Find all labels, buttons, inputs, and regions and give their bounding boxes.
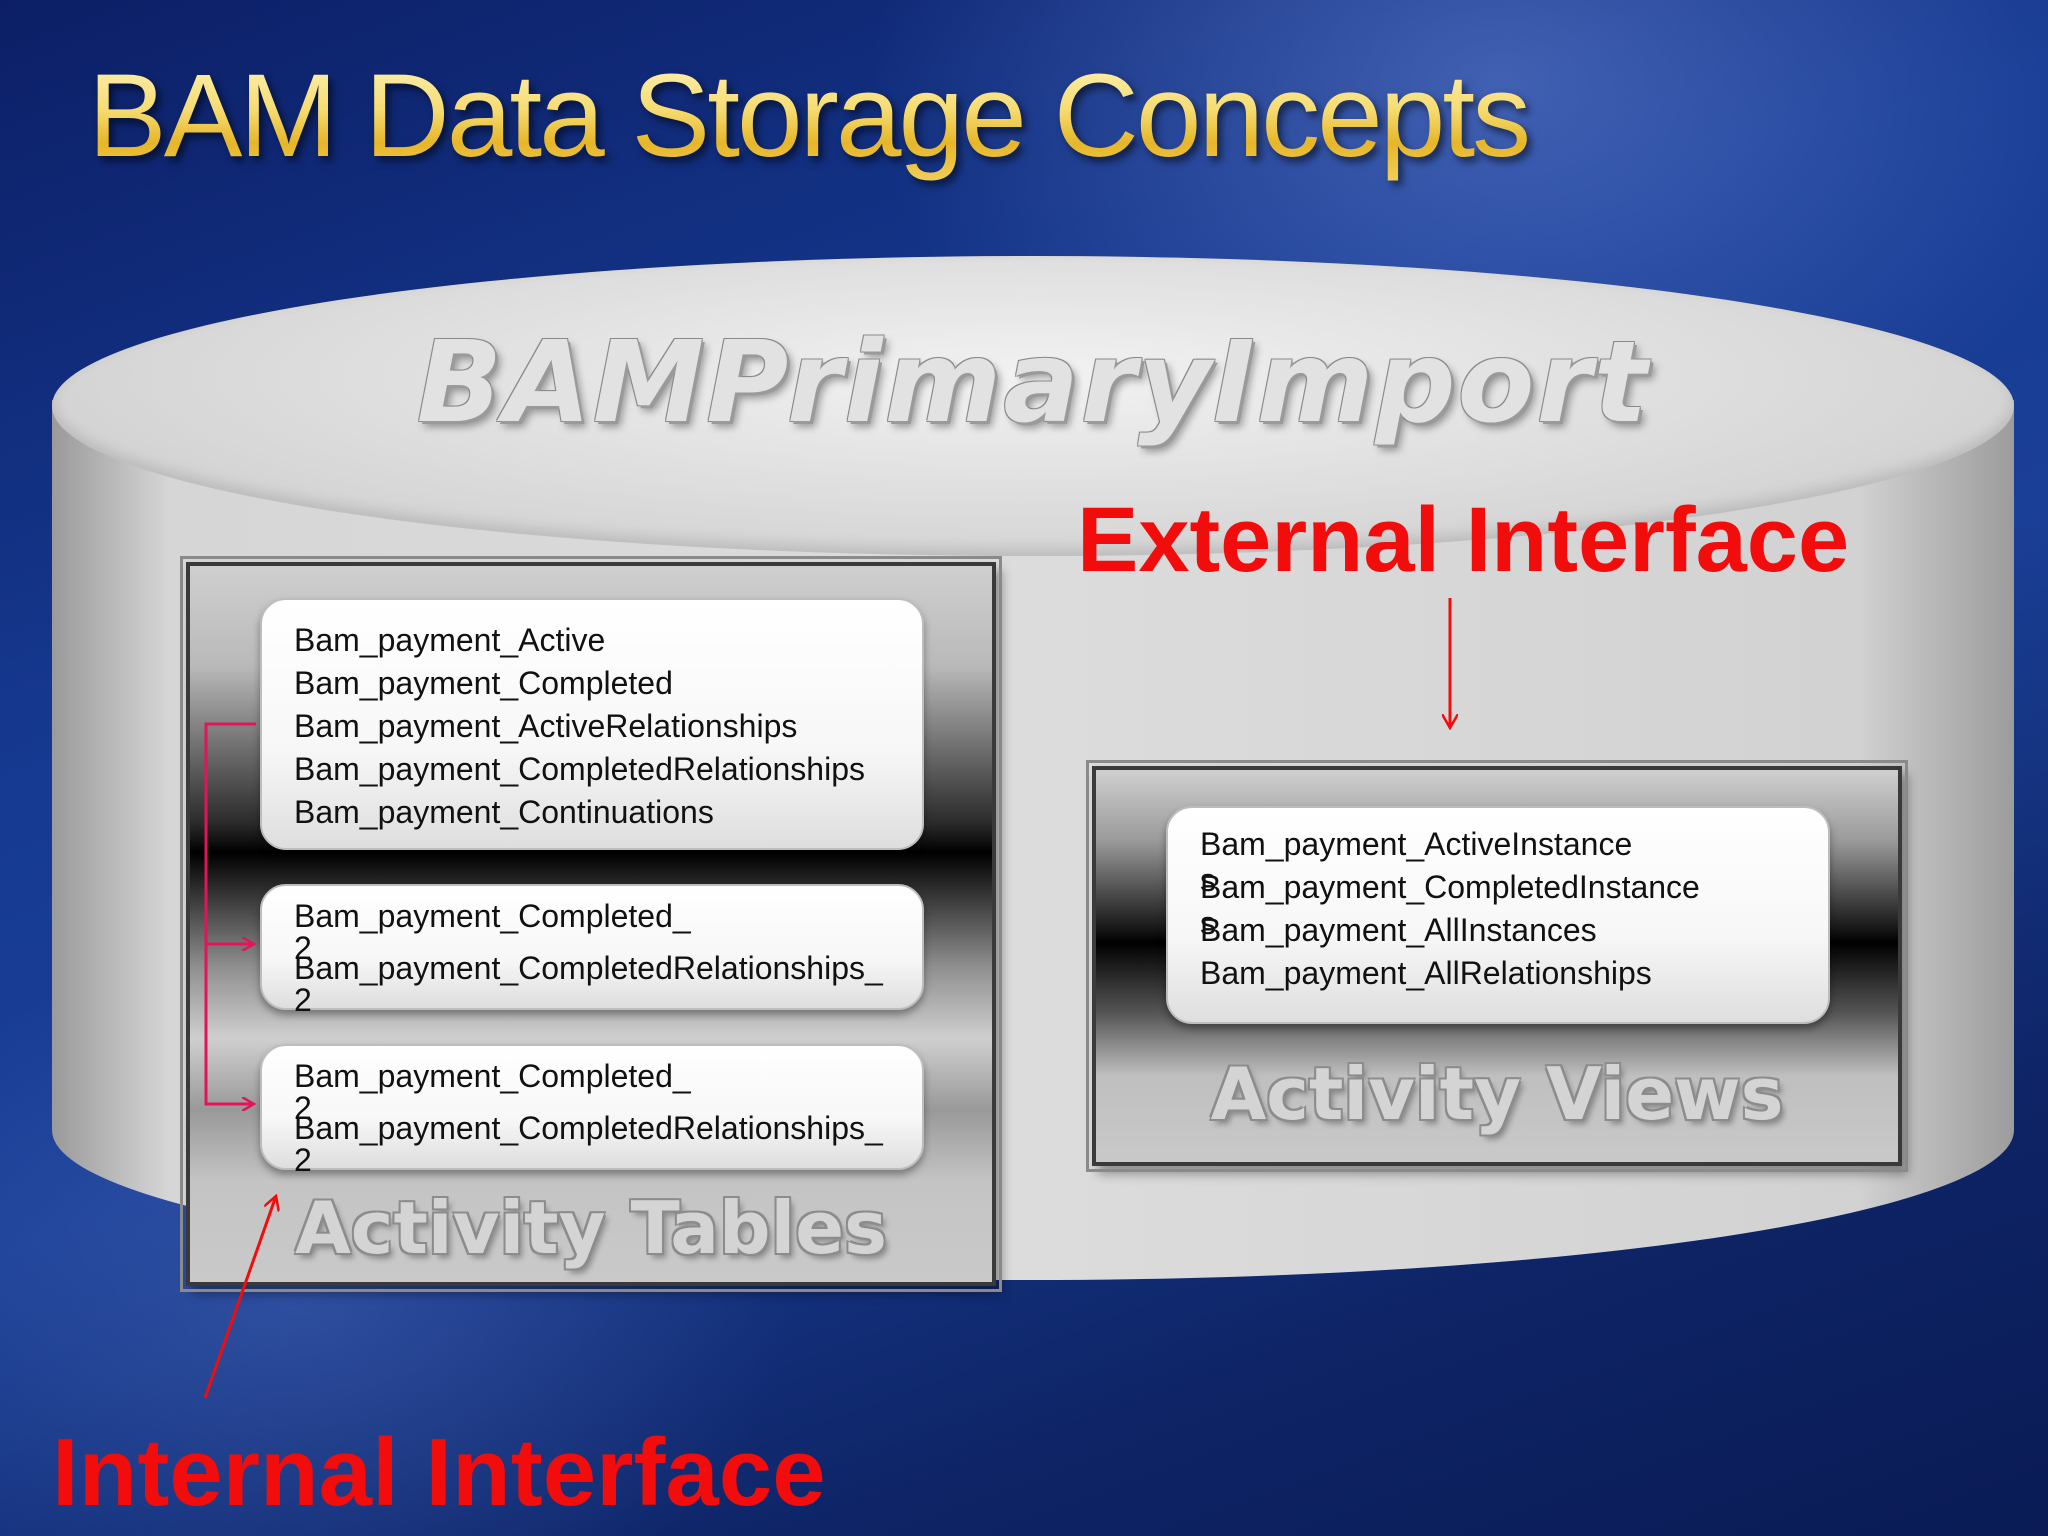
table-name: Bam_payment_Completed (294, 665, 673, 701)
internal-interface-arrow (203, 1196, 276, 1399)
partition-connector (204, 722, 256, 1104)
partition-table-name: Bam_payment_Completed_ (294, 1058, 691, 1094)
view-name: Bam_payment_CompletedInstance (1200, 869, 1700, 905)
slide-title: BAM Data Storage Concepts (88, 50, 1531, 182)
activity-tables-panel: Bam_payment_Active Bam_payment_Completed… (180, 556, 1002, 1292)
activity-tables-label: Activity Tables (295, 1186, 887, 1270)
view-name: Bam_payment_AllRelationships (1200, 955, 1652, 991)
partition-table-name: Bam_payment_CompletedRelationships_ (294, 1110, 883, 1146)
partition-suffix: 2 (294, 930, 312, 966)
partition-card-1: Bam_payment_Completed_ 2 Bam_payment_Com… (260, 884, 924, 1018)
cylinder-top (52, 256, 2014, 556)
view-name-wrap: s (1200, 905, 1216, 941)
table-name: Bam_payment_CompletedRelationships (294, 751, 865, 787)
activity-views-card: Bam_payment_ActiveInstance s Bam_payment… (1166, 806, 1830, 1024)
table-name: Bam_payment_Active (294, 622, 606, 658)
activity-tables-main-card: Bam_payment_Active Bam_payment_Completed… (260, 598, 924, 850)
activity-views-label: Activity Views (1210, 1052, 1784, 1136)
partition-card-2: Bam_payment_Completed_ 2 Bam_payment_Com… (260, 1044, 924, 1178)
internal-interface-label: Internal Interface (52, 1419, 826, 1526)
partition-table-name: Bam_payment_CompletedRelationships_ (294, 950, 883, 986)
table-name: Bam_payment_Continuations (294, 794, 714, 830)
view-name: Bam_payment_ActiveInstance (1200, 826, 1633, 862)
activity-views-panel: Bam_payment_ActiveInstance s Bam_payment… (1086, 760, 1908, 1172)
view-name-wrap: s (1200, 862, 1216, 898)
partition-table-name: Bam_payment_Completed_ (294, 898, 691, 934)
view-name: Bam_payment_AllInstances (1200, 912, 1597, 948)
partition-suffix: 2 (294, 1090, 312, 1126)
external-interface-label: External Interface (1077, 489, 1850, 591)
partition-suffix: 2 (294, 1142, 312, 1178)
database-name: BAMPrimaryImport (416, 318, 1650, 448)
partition-suffix: 2 (294, 982, 312, 1018)
table-name: Bam_payment_ActiveRelationships (294, 708, 798, 744)
